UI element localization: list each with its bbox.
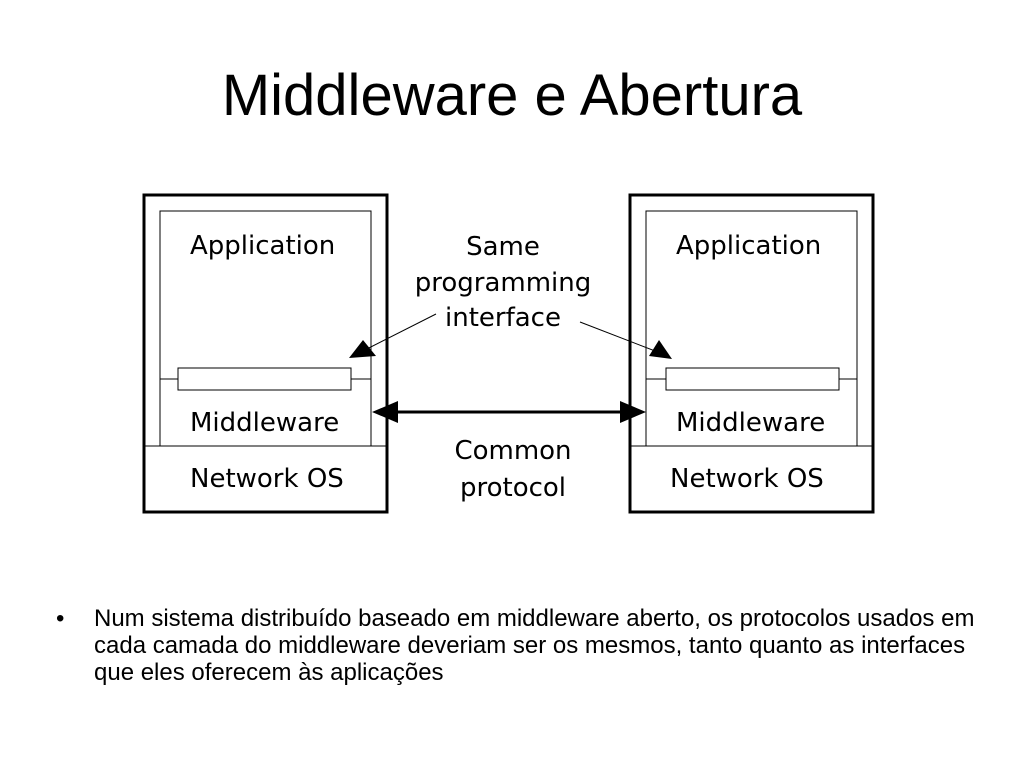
interface-annotation-line1: Same: [466, 232, 540, 262]
bullet-marker: •: [56, 605, 65, 632]
right-interface-arrowhead: [649, 340, 672, 359]
protocol-annotation-line2: protocol: [460, 473, 566, 503]
protocol-connection: Common protocol: [372, 401, 646, 503]
right-middleware-label: Middleware: [676, 408, 825, 438]
left-network-os-label: Network OS: [190, 464, 344, 494]
interface-annotation: Same programming interface: [349, 232, 672, 359]
left-application-label: Application: [190, 231, 335, 261]
left-application-middleware-box: [159, 210, 372, 447]
right-application-middleware-box: [645, 210, 858, 447]
left-middleware-interface-bar: [177, 367, 352, 391]
common-protocol-arrowhead-left: [372, 401, 398, 423]
interface-annotation-line2: programming: [415, 268, 592, 298]
left-host: Application Middleware Network OS: [142, 193, 389, 514]
right-middleware-interface-bar: [665, 367, 840, 391]
right-network-os-label: Network OS: [670, 464, 824, 494]
bullet-item: • Num sistema distribuído baseado em mid…: [56, 605, 996, 686]
left-interface-arrowhead: [349, 340, 376, 358]
bullet-text: Num sistema distribuído baseado em middl…: [94, 605, 975, 686]
protocol-annotation-line1: Common: [454, 436, 571, 466]
slide-title: Middleware e Abertura: [221, 63, 803, 128]
interface-annotation-line3: interface: [445, 303, 561, 333]
left-middleware-label: Middleware: [190, 408, 339, 438]
right-application-label: Application: [676, 231, 821, 261]
right-host: Application Middleware Network OS: [628, 193, 875, 514]
common-protocol-arrowhead-right: [620, 401, 646, 423]
